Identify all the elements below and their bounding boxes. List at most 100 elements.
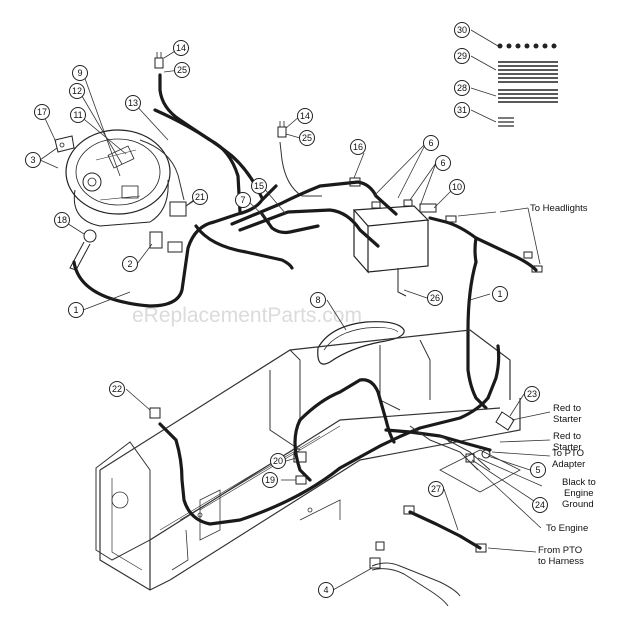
callout-8: 8: [310, 292, 326, 308]
callout-17: 17: [34, 104, 50, 120]
callout-20: 20: [270, 453, 286, 469]
side-panel: [95, 441, 151, 561]
connector-part-14b: [277, 121, 287, 138]
wire-part-4: [369, 541, 461, 607]
connector-part-14a: [154, 52, 164, 69]
svg-text:10: 10: [452, 182, 462, 192]
switch-part-22: [149, 407, 161, 419]
callout-13: 13: [125, 95, 141, 111]
svg-text:25: 25: [177, 65, 187, 75]
callout-1b: 1: [492, 286, 508, 302]
callout-25b: 25: [299, 130, 315, 146]
callout-26: 26: [427, 290, 443, 306]
dash-harness-branch: [194, 224, 294, 270]
battery-harness-wire: [230, 180, 398, 226]
note-to-pto-adapter: To PTO Adapter: [552, 448, 587, 470]
svg-text:9: 9: [77, 68, 82, 78]
cable-ties-part-28: [498, 89, 558, 103]
callout-14b: 14: [297, 108, 313, 124]
chassis-harness-wire: [158, 396, 490, 526]
svg-text:27: 27: [431, 484, 441, 494]
callout-6b: 6: [435, 155, 451, 171]
svg-text:14: 14: [176, 43, 186, 53]
relay-part-21: [169, 199, 195, 217]
cable-ties-part-29: [498, 61, 558, 83]
svg-text:25: 25: [302, 133, 312, 143]
callout-24: 24: [532, 497, 548, 513]
switch-part-20: [293, 451, 307, 463]
pto-harness-part-27: [403, 505, 487, 553]
callout-21: 21: [192, 189, 208, 205]
note-to-engine: To Engine: [546, 523, 588, 534]
callout-2: 2: [122, 256, 138, 272]
callout-25a: 25: [174, 62, 190, 78]
headlight-harness-wire: [428, 216, 538, 272]
callout-6a: 6: [423, 135, 439, 151]
hardware-part-30: [497, 43, 557, 49]
callout-23: 23: [524, 386, 540, 402]
battery-part-26: [352, 199, 430, 297]
svg-text:8: 8: [315, 295, 320, 305]
svg-text:16: 16: [353, 142, 363, 152]
svg-text:24: 24: [535, 500, 545, 510]
watermark: eReplacementParts.com: [132, 304, 362, 327]
callout-31: 31: [454, 102, 470, 118]
terminal-part-10: [419, 203, 437, 213]
callout-7: 7: [235, 192, 251, 208]
svg-text:13: 13: [128, 98, 138, 108]
callout-28: 28: [454, 80, 470, 96]
callout-15: 15: [251, 178, 267, 194]
fuse-part-23: [495, 411, 515, 431]
callout-11: 11: [70, 107, 86, 123]
chassis-frame: [99, 329, 521, 591]
svg-text:6: 6: [428, 138, 433, 148]
callout-4: 4: [318, 582, 334, 598]
note-red-to-starter-2: Red to Starter: [553, 431, 584, 453]
svg-text:28: 28: [457, 83, 467, 93]
switch-part-18: [69, 229, 97, 271]
note-red-to-starter-1: Red to Starter: [553, 403, 584, 425]
svg-text:21: 21: [195, 192, 205, 202]
main-harness-drop: [466, 260, 488, 410]
headlight-connectors: [445, 215, 543, 273]
svg-text:14: 14: [300, 111, 310, 121]
module-part-2: [149, 231, 183, 253]
svg-text:7: 7: [240, 195, 245, 205]
callout-29: 29: [454, 48, 470, 64]
dash-harness-wire: [72, 184, 278, 308]
svg-text:17: 17: [37, 107, 47, 117]
callout-16: 16: [350, 139, 366, 155]
svg-text:23: 23: [527, 389, 537, 399]
callout-5: 5: [530, 462, 546, 478]
callout-3: 3: [25, 152, 41, 168]
svg-text:15: 15: [254, 181, 264, 191]
svg-text:31: 31: [457, 105, 467, 115]
note-to-headlights: To Headlights: [530, 203, 588, 214]
callout-22: 22: [109, 381, 125, 397]
svg-text:29: 29: [457, 51, 467, 61]
svg-text:4: 4: [323, 585, 328, 595]
callout-12: 12: [69, 83, 85, 99]
svg-text:20: 20: [273, 456, 283, 466]
svg-text:22: 22: [112, 384, 122, 394]
callout-18: 18: [54, 212, 70, 228]
callout-14a: 14: [173, 40, 189, 56]
callout-30: 30: [454, 22, 470, 38]
callout-1a: 1: [68, 302, 84, 318]
clips-part-31: [498, 117, 514, 127]
svg-text:11: 11: [73, 110, 82, 120]
note-black-to-engine-ground: Black to Engine Ground: [562, 477, 598, 510]
svg-text:1: 1: [497, 289, 502, 299]
switch-part-19: [295, 475, 307, 485]
callout-9: 9: [72, 65, 88, 81]
callout-19: 19: [262, 472, 278, 488]
dash-panel: [65, 129, 171, 227]
callout-27: 27: [428, 481, 444, 497]
svg-text:12: 12: [72, 86, 82, 96]
svg-text:5: 5: [535, 465, 540, 475]
svg-text:3: 3: [30, 155, 35, 165]
svg-text:1: 1: [73, 305, 78, 315]
belt-part-8: [317, 321, 405, 365]
svg-text:2: 2: [127, 259, 132, 269]
